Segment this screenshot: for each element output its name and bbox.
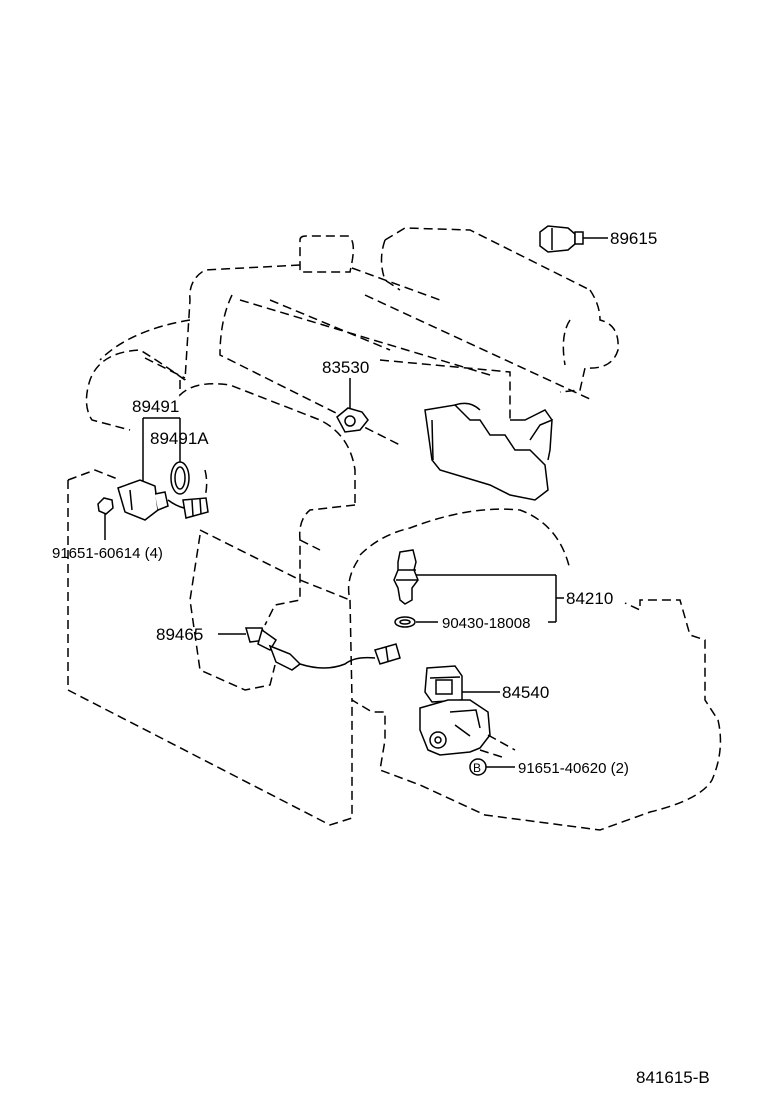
oxygen-sensor-89465 [218, 627, 401, 671]
label-91651-40620: 91651-40620 (2) [518, 760, 629, 777]
gasket-90430-18008 [394, 616, 438, 628]
cam-sensor-89491 [117, 461, 209, 521]
label-89615: 89615 [610, 229, 657, 248]
marker-b-letter: B [473, 761, 481, 775]
label-90430-18008: 90430-18008 [442, 615, 530, 632]
sender-84210 [393, 549, 556, 605]
label-89465: 89465 [156, 625, 203, 644]
label-84540: 84540 [502, 683, 549, 702]
label-89491: 89491 [132, 397, 179, 416]
leader-91651-40620 [479, 734, 516, 768]
leader-84210 [548, 575, 564, 623]
switch-84540 [419, 665, 500, 756]
engine-outline [67, 227, 722, 831]
bolt-91651-60614 [97, 497, 114, 540]
bolt-marker-b: B [469, 758, 487, 776]
switch-83530 [336, 378, 369, 433]
sensor-89615 [539, 225, 608, 253]
label-84210: 84210 [566, 589, 613, 608]
label-83530: 83530 [322, 358, 369, 377]
label-89491A: 89491A [150, 429, 209, 448]
leader-89491 [142, 417, 181, 485]
label-91651-60614: 91651-60614 (4) [52, 545, 163, 562]
diagram-id: 841615-B [636, 1068, 710, 1087]
